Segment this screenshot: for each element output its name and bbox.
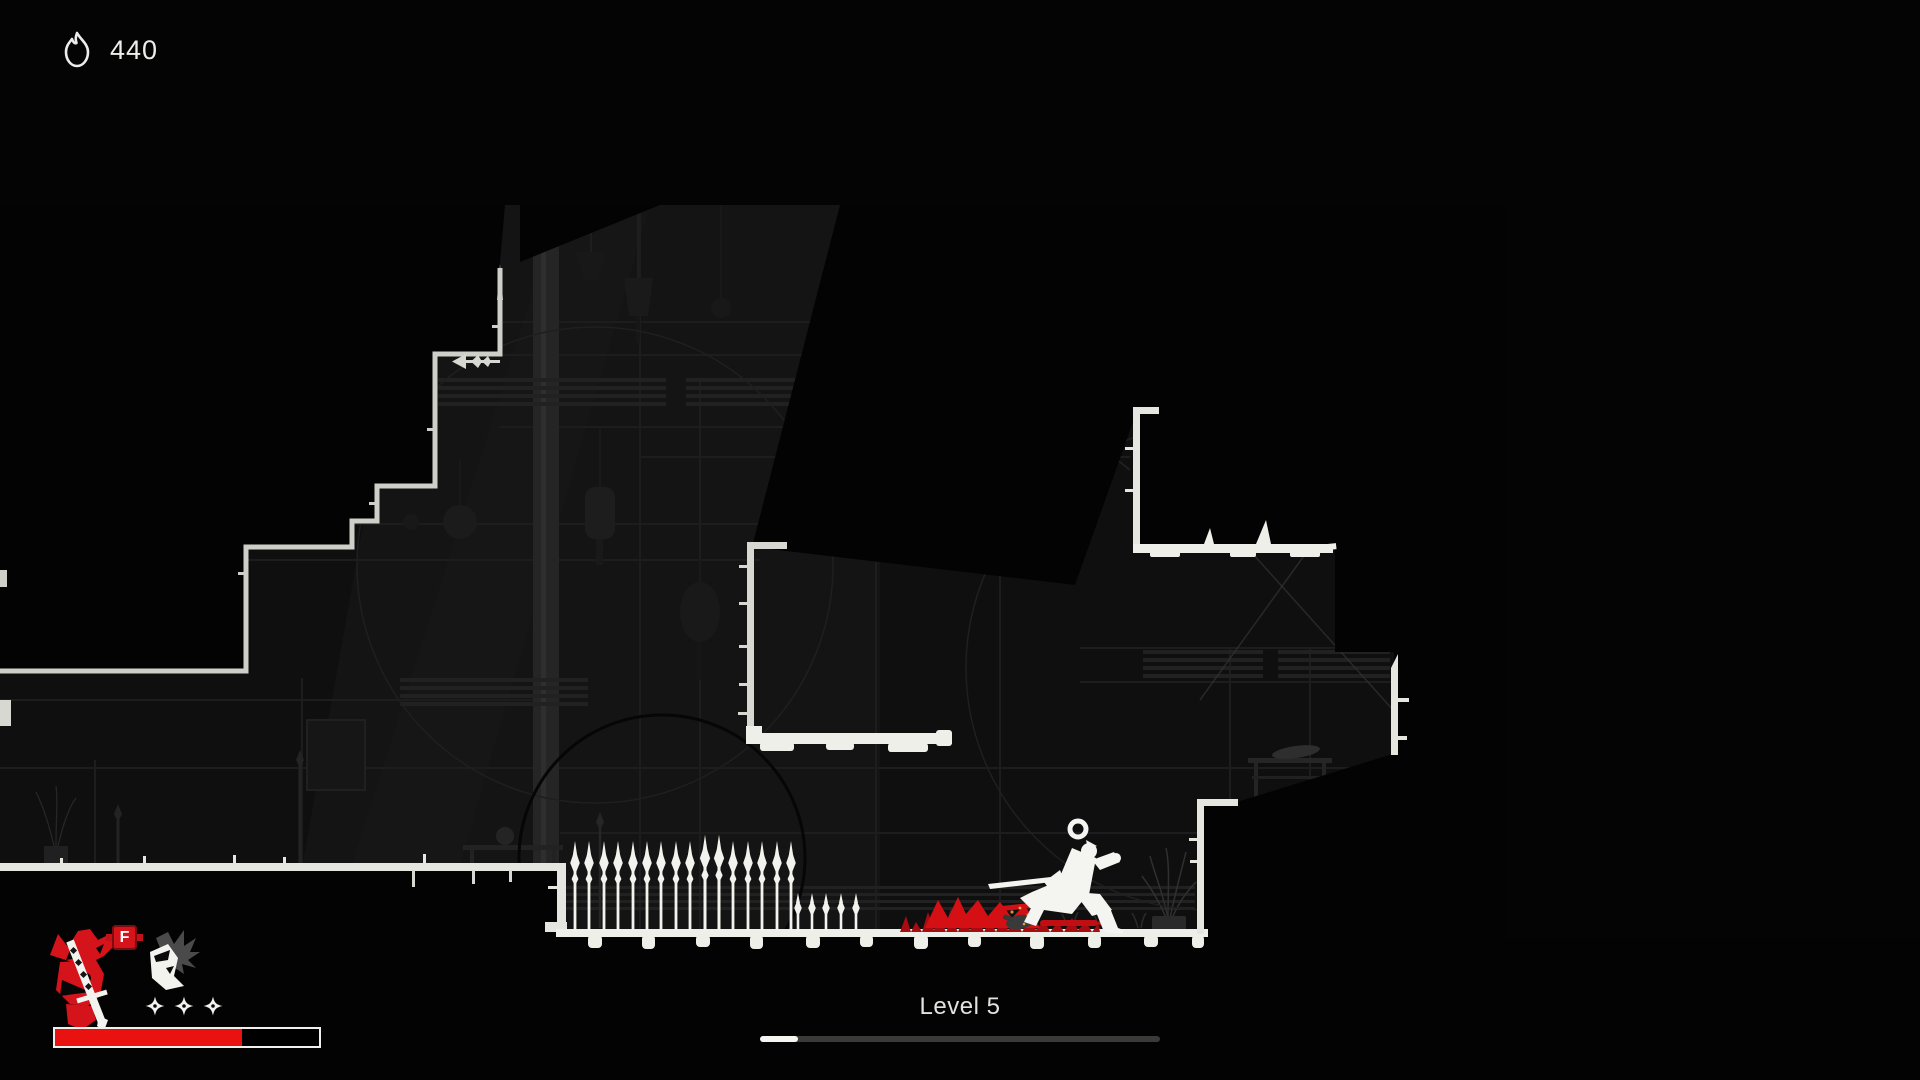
staircase-platform [0, 268, 503, 674]
level-progress-fill [760, 1036, 798, 1042]
right-ledge [1189, 799, 1238, 934]
slatted-windows [400, 378, 1390, 910]
furniture-and-plants [35, 719, 1332, 932]
katana-blade [988, 876, 1061, 889]
ground-platform [556, 929, 1208, 949]
rank-badge: F [106, 925, 143, 950]
level-progress-bar [760, 1036, 1160, 1042]
platform-outlines [0, 264, 1409, 949]
center-floating-platform [738, 542, 952, 752]
arrow-decoration [452, 354, 500, 369]
right-floating-platform [1125, 407, 1337, 557]
player-character [988, 818, 1124, 934]
ninja-portrait-icon [150, 930, 200, 990]
shadow-masses [0, 205, 1920, 1080]
flame-counter: 440 [60, 30, 158, 70]
rank-letter: F [119, 928, 130, 946]
flame-icon [64, 31, 90, 68]
level-label: Level 5 [919, 993, 1001, 1020]
upper-ledge [0, 854, 567, 932]
flame-count-value: 440 [110, 34, 159, 65]
right-wall-edge [1391, 654, 1409, 755]
health-bar [53, 1027, 321, 1048]
health-bar-fill [55, 1029, 243, 1046]
halo-ring-icon [1067, 818, 1089, 840]
